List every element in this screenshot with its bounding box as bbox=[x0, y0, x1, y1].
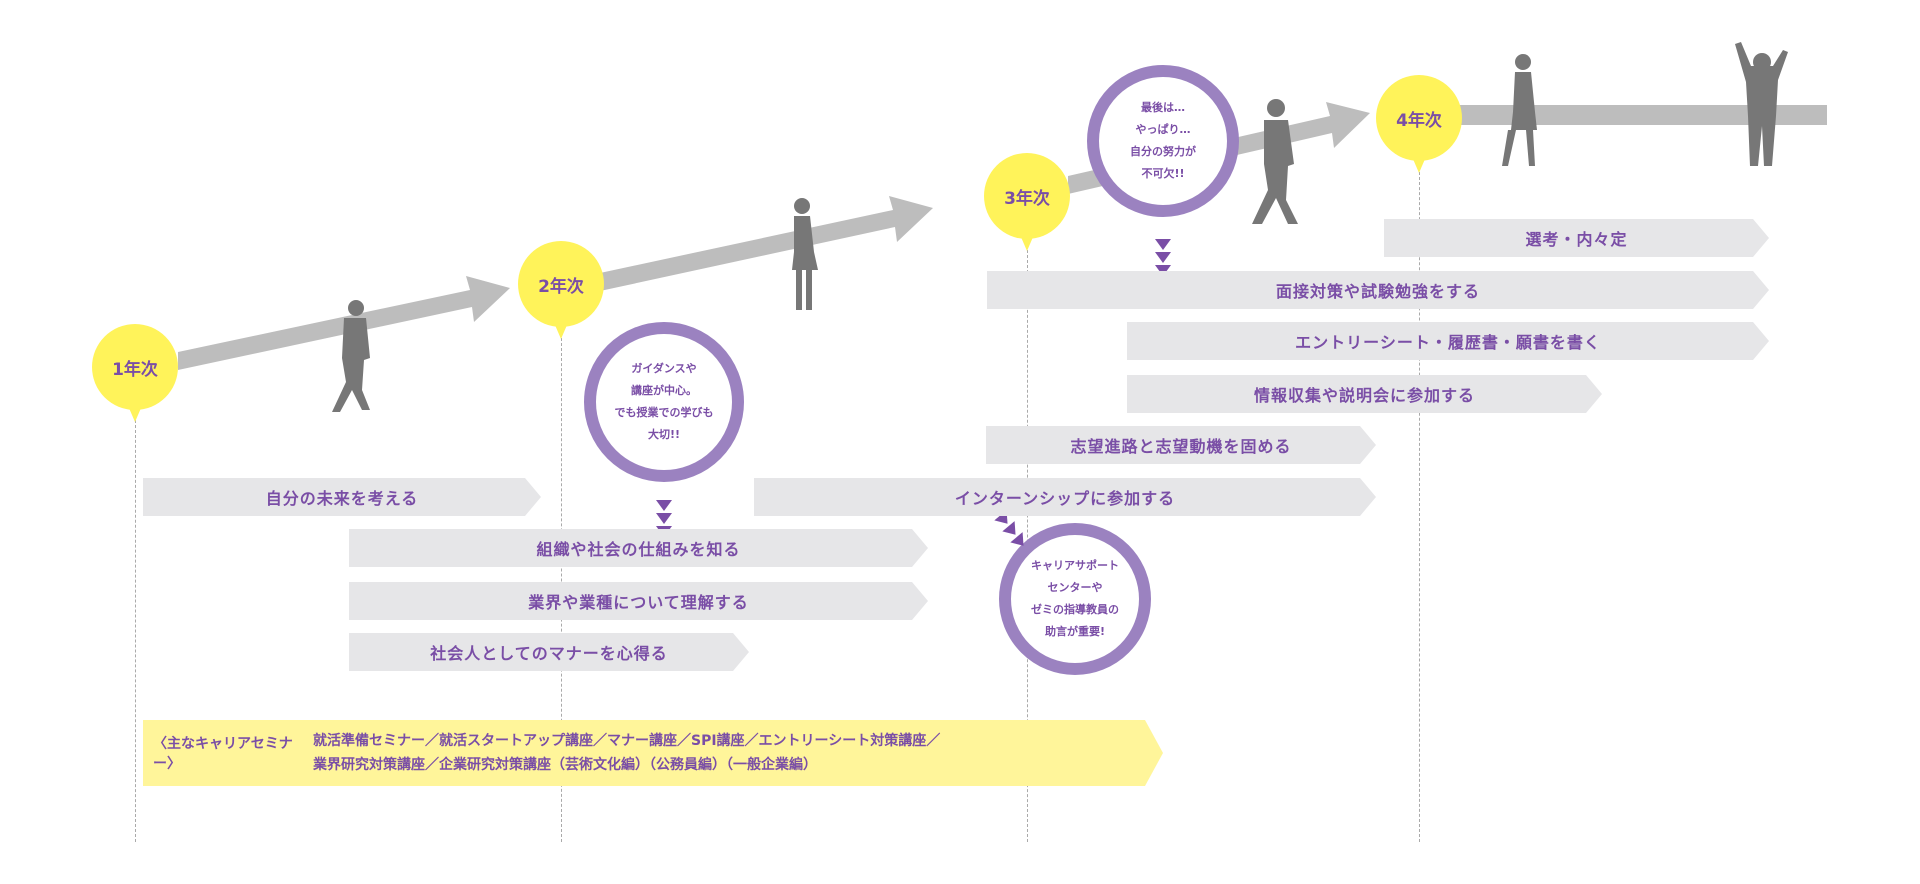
career-seminar-box: 〈主なキャリアセミナー〉 就活準備セミナー／就活スタートアップ講座／マナー講座／… bbox=[143, 720, 1163, 786]
step-society: 組織や社会の仕組みを知る bbox=[349, 529, 928, 567]
bubble-line: 最後は… bbox=[1141, 101, 1185, 114]
step-entry-sheet: エントリーシート・履歴書・願書を書く bbox=[1127, 322, 1769, 360]
person-woman-4-icon bbox=[1502, 54, 1537, 166]
year-4-marker: 4年次 bbox=[1376, 75, 1462, 173]
bubble-line: やっぱり… bbox=[1135, 123, 1191, 136]
seminar-list-line1: 就活準備セミナー／就活スタートアップ講座／マナー講座／SPI講座／エントリーシー… bbox=[313, 733, 941, 749]
step-industry: 業界や業種について理解する bbox=[349, 582, 928, 620]
bubble-line: キャリアサポート bbox=[1031, 559, 1119, 572]
step-interview-prep: 面接対策や試験勉強をする bbox=[987, 271, 1769, 309]
arrow-year2 bbox=[600, 196, 933, 291]
triangle-down-icon bbox=[656, 500, 672, 511]
bubble-line: 助言が重要! bbox=[1044, 625, 1106, 638]
silhouettes bbox=[332, 42, 1788, 412]
step-manners: 社会人としてのマナーを心得る bbox=[349, 633, 749, 671]
arrow-year4 bbox=[1457, 105, 1827, 125]
step-career-goal: 志望進路と志望動機を固める bbox=[986, 426, 1376, 464]
step-selection: 選考・内々定 bbox=[1384, 219, 1769, 257]
year1-guide-line bbox=[135, 410, 136, 842]
step-think-future: 自分の未来を考える bbox=[143, 478, 541, 516]
bubble-line: でも授業での学びも bbox=[614, 406, 714, 419]
year4-guide-line bbox=[1419, 162, 1420, 842]
triangle-down-icon bbox=[1155, 265, 1171, 276]
advice-bubble-effort: 最後は… やっぱり… 自分の努力が不可欠!! bbox=[1087, 65, 1239, 217]
triangle-down-icon bbox=[1155, 239, 1171, 250]
seminar-list-line2: 業界研究対策講座／企業研究対策講座（芸術文化編）（公務員編）（一般企業編） bbox=[313, 757, 817, 773]
triangle-down-icon bbox=[1155, 252, 1171, 263]
person-cheering-5-icon bbox=[1735, 42, 1788, 166]
person-woman-2-icon bbox=[792, 198, 818, 310]
bubble-line: ゼミの指導教員の bbox=[1031, 603, 1119, 616]
bubble-line: 不可欠!! bbox=[1141, 167, 1185, 180]
bubble-line: ガイダンスや bbox=[631, 362, 697, 375]
bubble-line: 講座が中心。 bbox=[631, 384, 697, 397]
advice-bubble-guidance: ガイダンスや講座が中心。でも授業での学びも大切!! bbox=[584, 322, 744, 482]
person-walking-1-icon bbox=[332, 300, 370, 412]
year-2-marker: 2年次 bbox=[518, 241, 604, 339]
step-internship: インターンシップに参加する bbox=[754, 478, 1376, 516]
bubble-line: 大切!! bbox=[647, 428, 681, 441]
year-1-marker: 1年次 bbox=[92, 324, 178, 422]
bubble-line: センターや bbox=[1047, 581, 1103, 594]
bubble-line: 自分の努力が bbox=[1130, 145, 1196, 158]
seminar-label: 〈主なキャリアセミナー〉 bbox=[153, 736, 293, 772]
year-3-marker: 3年次 bbox=[984, 153, 1070, 251]
triangle-down-icon bbox=[656, 513, 672, 524]
person-walking-3-icon bbox=[1252, 99, 1298, 224]
step-info-gathering: 情報収集や説明会に参加する bbox=[1127, 375, 1602, 413]
